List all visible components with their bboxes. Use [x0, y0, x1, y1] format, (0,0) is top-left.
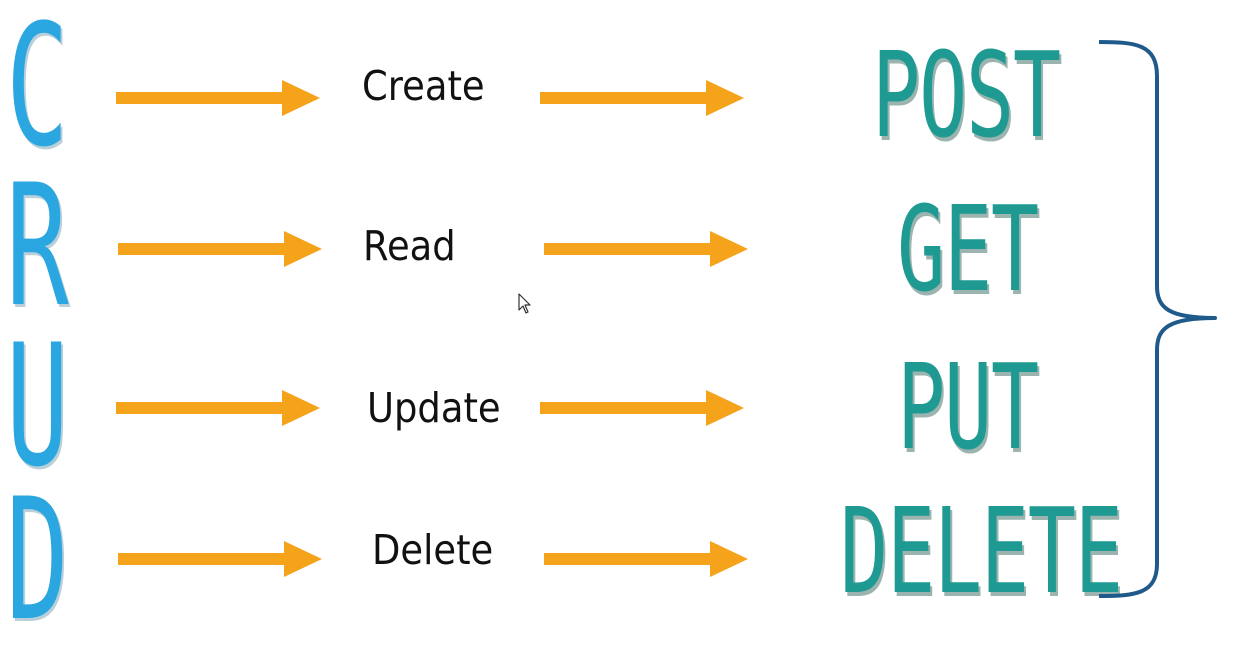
arrow-delete-left: [118, 541, 322, 577]
arrow-update-left: [116, 390, 320, 426]
crud-letter-r: R: [6, 148, 69, 344]
arrow-read-left: [118, 231, 322, 267]
crud-letter-d: D: [6, 462, 69, 658]
arrow-delete-right: [544, 541, 748, 577]
crud-letter-c: C: [6, 0, 69, 184]
method-put: PUT: [897, 338, 1039, 476]
method-get: GET: [897, 180, 1039, 318]
arrow-create-right: [540, 80, 744, 116]
operation-update: Update: [367, 384, 501, 432]
grouping-brace: [1098, 40, 1217, 598]
arrow-read-right: [544, 231, 748, 267]
operation-create: Create: [362, 62, 485, 110]
method-post: POST: [872, 26, 1061, 164]
arrow-update-right: [540, 390, 744, 426]
method-delete: DELETE: [840, 482, 1123, 620]
mouse-cursor-icon: [518, 293, 531, 314]
operation-delete: Delete: [372, 526, 494, 574]
arrow-create-left: [116, 80, 320, 116]
operation-read: Read: [363, 222, 456, 270]
